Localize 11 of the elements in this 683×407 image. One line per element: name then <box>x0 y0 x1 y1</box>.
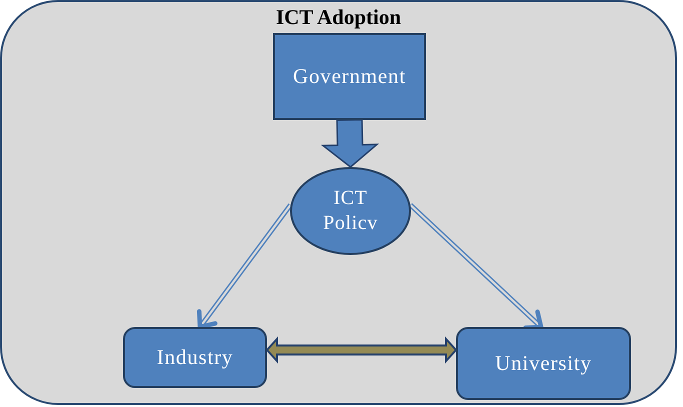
block-arrow <box>320 118 380 168</box>
rounded-box <box>456 327 631 400</box>
double-headed-arrow <box>266 336 458 364</box>
box-label: Industry <box>156 345 234 370</box>
double-line-arrow <box>196 203 293 330</box>
box-label: Government <box>293 64 406 89</box>
process-box <box>273 33 426 120</box>
ellipse-label: ICT Policv <box>322 186 379 236</box>
panel-label: ICT Adoption <box>276 5 402 30</box>
rounded-box <box>123 327 267 388</box>
box-label: University <box>495 351 592 376</box>
